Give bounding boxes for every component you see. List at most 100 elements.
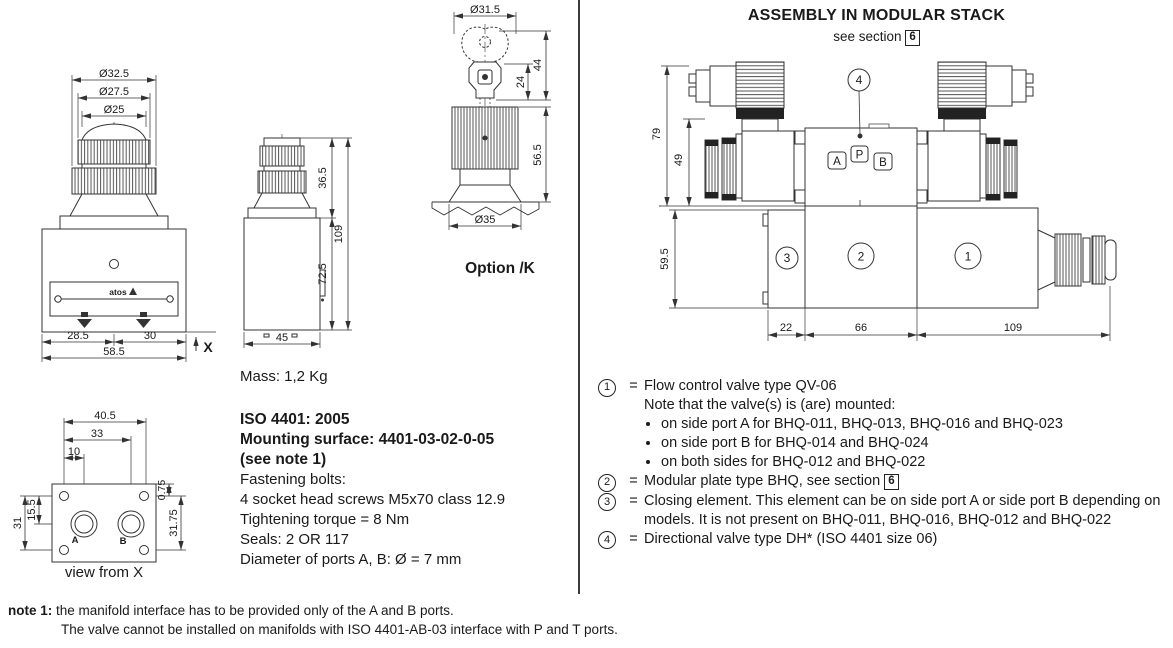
front-view-drawing: Ø32.5 Ø27.5 Ø25 28.5 30 58.5 X atos (41, 68, 216, 362)
assembly-title: ASSEMBLY IN MODULAR STACK (747, 7, 1006, 24)
dim-label: Ø32.5 (99, 68, 129, 80)
key-head (461, 26, 509, 63)
callout-1-circle (954, 242, 982, 270)
legend-num-1: 1 (598, 378, 616, 397)
assembly-geometry (659, 61, 1117, 341)
valve-body (41, 228, 187, 333)
port-p-letter: P (856, 150, 864, 162)
flow-control-valve (916, 207, 1039, 309)
section-ref-box: 6 (905, 30, 920, 46)
dim-label: 0.75 (156, 480, 168, 501)
callout-1-number: 1 (965, 250, 972, 264)
view-x-label: X (203, 339, 213, 355)
dim-label: Ø31.5 (470, 4, 500, 16)
dim-label: 31 (12, 517, 24, 529)
dim-label: 28.5 (67, 330, 88, 342)
legend-item-2: 2 = Modular plate type BHQ, see section … (598, 472, 1172, 492)
note-line-2: The valve cannot be installed on manifol… (61, 622, 618, 637)
closing-element (767, 209, 806, 309)
right-connector (937, 61, 1034, 132)
screws-spec: 4 socket head screws M5x70 class 12.9 (240, 491, 506, 508)
legend-3-text: Closing element. This element can be on … (644, 492, 1161, 528)
dim-label: 109 (1004, 322, 1022, 334)
equals-sign: = (629, 378, 638, 394)
dim-label: 31.75 (168, 509, 180, 537)
assembly-legend: 1 = Flow control valve type QV-06 Note t… (598, 377, 1172, 549)
port-a-hole (70, 510, 98, 538)
dim-label: 24 (515, 76, 527, 88)
callout-2-circle (847, 242, 875, 270)
dim-label: 36.5 (317, 167, 329, 188)
dim-label: 44 (532, 59, 544, 71)
assembly-subtitle: see section 6 (580, 29, 1173, 46)
dim-label: 33 (91, 428, 103, 440)
fastening-bolts: Fastening bolts: (240, 471, 346, 488)
note-line-1: the manifold interface has to be provide… (56, 603, 454, 618)
mounting-surface-geometry (20, 418, 186, 563)
front-view-geometry (41, 75, 216, 362)
directional-valve-body (794, 123, 928, 207)
panel-break-line (431, 202, 540, 216)
port-b-letter: B (879, 157, 887, 169)
mounting-plate (51, 483, 157, 563)
legend-item-3: 3 = Closing element. This element can be… (598, 492, 1172, 530)
see-note: (see note 1) (240, 451, 327, 468)
dim-label: 49 (673, 154, 685, 166)
dim-label: 40.5 (94, 410, 115, 422)
left-connector (688, 61, 785, 132)
side-view-geometry (243, 134, 352, 348)
left-solenoid (704, 130, 795, 202)
dim-label: 72.5 (317, 263, 329, 284)
dim-label: 79 (651, 128, 663, 140)
port-a-box (827, 151, 847, 170)
equals-sign: = (629, 473, 638, 489)
right-solenoid (927, 130, 1018, 202)
callout-2-number: 2 (858, 250, 865, 264)
footnote: note 1: the manifold interface has to be… (8, 601, 618, 639)
legend-num-3: 3 (598, 493, 616, 511)
dim-label: Ø25 (104, 104, 125, 116)
nameplate (49, 281, 179, 317)
dim-label: 15.5 (26, 499, 38, 520)
option-k-geometry (431, 12, 551, 230)
option-k-drawing: Ø31.5 Ø35 24 44 56.5 (431, 4, 551, 230)
legend-1-note: Note that the valve(s) is (are) mounted: (644, 397, 896, 413)
knob-knurl-ring-2 (71, 167, 157, 195)
mounting-surface-drawing: 40.5 33 10 15.5 31 0.75 31.75 A B view f… (12, 410, 186, 581)
valve-body-side (243, 217, 321, 331)
dim-label: 66 (855, 322, 867, 334)
callout-3-number: 3 (784, 251, 791, 265)
view-from-x-caption: view from X (65, 564, 143, 581)
note-label: note 1: (8, 603, 53, 618)
dim-label: 10 (68, 446, 80, 458)
legend-4-text: Directional valve type DH* (ISO 4401 siz… (644, 530, 938, 547)
flow-control-knob (1037, 229, 1117, 291)
port-a-letter: A (833, 156, 841, 168)
dim-label: 45 (276, 332, 288, 344)
callout-3-circle (775, 246, 799, 270)
iso-standard: ISO 4401: 2005 (240, 411, 350, 428)
legend-1-bullets: on side port A for BHQ-011, BHQ-013, BHQ… (644, 415, 1172, 472)
side-view-drawing: 45 36.5 72.5 109 (243, 134, 352, 348)
dim-label: 22 (780, 322, 792, 334)
assembly-drawing: 79 49 59.5 22 66 109 A P B 4 3 2 1 (651, 61, 1117, 341)
mass-label: Mass: 1,2 Kg (240, 368, 328, 385)
ports-diameter-spec: Diameter of ports A, B: Ø = 7 mm (240, 551, 462, 568)
knob-dome (81, 123, 147, 141)
dim-label: 59.5 (659, 248, 671, 269)
port-b-hole (117, 510, 145, 538)
seals-spec: Seals: 2 OR 117 (240, 531, 349, 548)
dim-label: 58.5 (103, 346, 124, 358)
legend-item-4: 4 = Directional valve type DH* (ISO 4401… (598, 530, 1172, 549)
port-b-box (873, 152, 893, 171)
legend-2-text: Modular plate type BHQ, see section (644, 473, 881, 489)
dim-label: Ø27.5 (99, 86, 129, 98)
legend-1-text: Flow control valve type QV-06 (644, 378, 837, 394)
port-b-label: B (120, 536, 127, 547)
section-ref-box: 6 (884, 474, 899, 490)
dim-label: 56.5 (532, 144, 544, 165)
see-section-text: see section (833, 29, 902, 44)
flow-direction-arrows (77, 312, 151, 328)
iso-spec-block: ISO 4401: 2005 Mounting surface: 4401-03… (240, 410, 585, 570)
